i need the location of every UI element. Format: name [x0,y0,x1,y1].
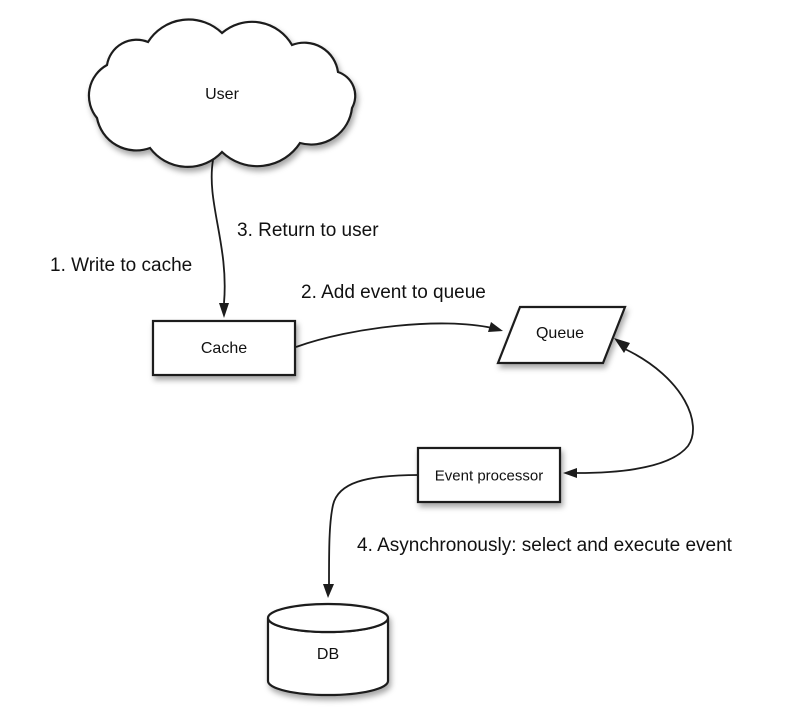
queue-node-label: Queue [535,325,585,342]
edge-label-write-to-cache: 1. Write to cache [50,255,193,276]
arrowhead-into-event-processor [563,468,577,478]
arrow-user-to-cache [210,159,226,304]
shapes-layer [87,18,627,697]
user-cloud-shape [87,18,357,168]
edge-label-return-to-user: 3. Return to user [237,220,379,241]
user-node-label: User [205,86,239,103]
arrow-event-processor-to-db [328,474,420,585]
edge-label-add-event-to-queue: 2. Add event to queue [301,282,486,303]
db-node-label: DB [316,646,340,663]
arrowhead-user-to-cache [219,303,229,318]
arrowhead-into-queue [614,338,630,353]
arrowhead-event-processor-to-db [323,584,334,598]
cache-box-shape [151,319,297,377]
db-cylinder-shape [266,602,390,697]
event-processor-node-label: Event processor [434,467,544,485]
queue-parallelogram-shape [496,305,627,365]
edge-label-asynchronously-select-execute: 4. Asynchronously: select and execute ev… [357,535,732,556]
arrow-cache-to-queue [295,322,493,348]
edges-layer [210,159,694,598]
cache-node-label: Cache [200,340,248,357]
event-processor-box-shape [416,446,562,504]
arrow-queue-event-processor [576,348,694,474]
arrowhead-cache-to-queue [488,322,503,332]
